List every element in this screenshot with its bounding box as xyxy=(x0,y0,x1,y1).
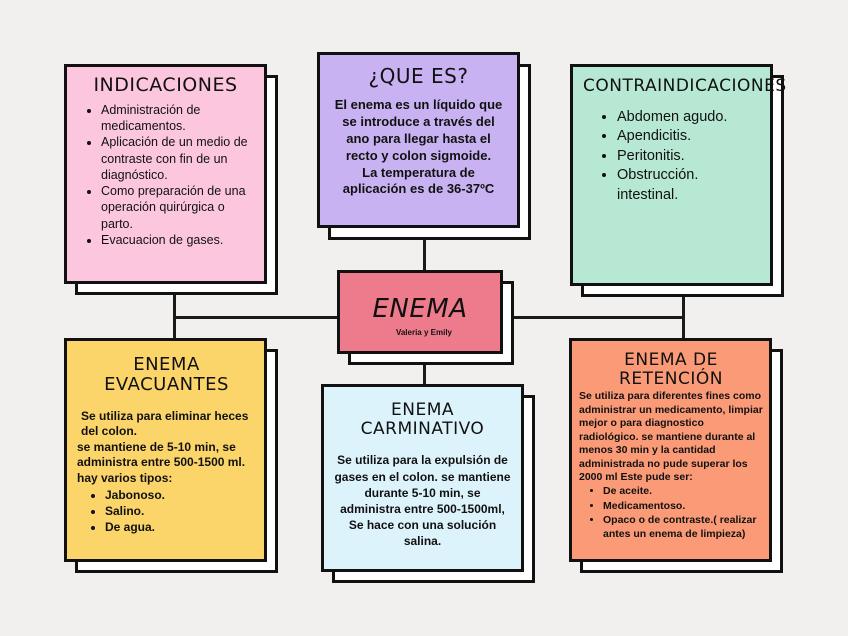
connector-line xyxy=(682,280,685,340)
que-es-title: ¿QUE ES? xyxy=(368,64,469,88)
connector-line xyxy=(423,236,426,272)
indicaciones-list: Administración de medicamentos. Aplicaci… xyxy=(75,102,256,248)
list-item: De agua. xyxy=(105,519,256,535)
list-item: Aplicación de un medio de contraste con … xyxy=(101,134,256,183)
evacuantes-card: ENEMA EVACUANTES Se utiliza para elimina… xyxy=(64,338,267,562)
enema-title: ENEMA xyxy=(372,294,468,324)
list-item: Medicamentoso. xyxy=(603,499,763,513)
list-item: Apendicitis. xyxy=(617,127,740,147)
contraindicaciones-title: CONTRAINDICACIONES xyxy=(583,76,787,96)
enema-card: ENEMA Valeria y Emily xyxy=(337,270,503,354)
list-item: Jabonoso. xyxy=(105,487,256,503)
que-es-card: ¿QUE ES? El enema es un líquido que se i… xyxy=(317,52,520,228)
retencion-list: De aceite. Medicamentoso. Opaco o de con… xyxy=(579,484,763,541)
evacuantes-list: Jabonoso. Salino. De agua. xyxy=(77,487,256,536)
list-item: De aceite. xyxy=(603,484,763,498)
list-item: Abdomen agudo. xyxy=(617,108,740,128)
list-item: Opaco o de contraste.( realizar antes un… xyxy=(603,513,763,541)
list-item: Obstrucción. intestinal. xyxy=(617,166,740,205)
evacuantes-title: ENEMA EVACUANTES xyxy=(104,354,229,395)
list-item: Administración de medicamentos. xyxy=(101,102,256,135)
connector-line xyxy=(173,280,176,340)
list-item: Evacuacion de gases. xyxy=(101,232,256,248)
retencion-text: Se utiliza para diferentes fines como ad… xyxy=(579,390,763,483)
carminativo-text: Se utiliza para la expulsión de gases en… xyxy=(334,453,511,549)
evacuantes-text-1: Se utiliza para eliminar heces del colon… xyxy=(81,408,249,439)
list-item: Peritonitis. xyxy=(617,147,740,167)
indicaciones-card: INDICACIONES Administración de medicamen… xyxy=(64,64,267,284)
list-item: Como preparación de una operación quirúr… xyxy=(101,183,256,232)
carminativo-title: ENEMA CARMINATIVO xyxy=(360,400,485,439)
contraindicaciones-card: CONTRAINDICACIONES Abdomen agudo. Apendi… xyxy=(570,64,787,286)
retencion-card: ENEMA DE RETENCIÓN Se utiliza para difer… xyxy=(569,338,772,562)
retencion-title: ENEMA DE RETENCIÓN xyxy=(619,350,723,389)
connector-line xyxy=(423,354,426,386)
list-item: Salino. xyxy=(105,503,256,519)
que-es-paragraph-1: El enema es un líquido que se introduce … xyxy=(334,97,503,163)
indicaciones-title: INDICACIONES xyxy=(93,74,238,96)
que-es-paragraph-2: La temperatura de aplicación es de 36-37… xyxy=(342,164,495,197)
enema-subtitle: Valeria y Emily xyxy=(395,327,452,337)
carminativo-card: ENEMA CARMINATIVO Se utiliza para la exp… xyxy=(321,384,524,572)
evacuantes-text-2: se mantiene de 5-10 min, se administra e… xyxy=(77,439,246,485)
contraindicaciones-list: Abdomen agudo. Apendicitis. Peritonitis.… xyxy=(583,108,760,206)
